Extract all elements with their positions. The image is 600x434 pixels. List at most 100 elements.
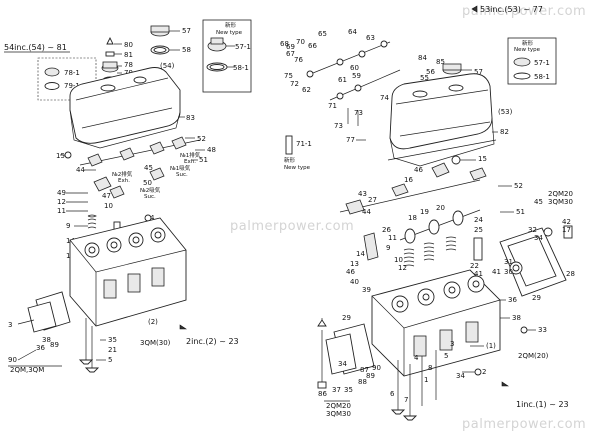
svg-text:9: 9 <box>386 244 390 252</box>
svg-text:86: 86 <box>318 390 327 398</box>
svg-text:(2): (2) <box>148 318 158 326</box>
svg-text:78-1: 78-1 <box>64 69 80 77</box>
svg-text:11: 11 <box>57 207 66 215</box>
svg-text:32: 32 <box>528 226 537 234</box>
svg-text:№1吸気: №1吸気 <box>170 164 191 172</box>
svg-text:58-1: 58-1 <box>233 64 249 72</box>
svg-text:17: 17 <box>562 226 571 234</box>
left-rocker-assembly: 52 48 51 15 44 45 50 <box>56 135 216 199</box>
svg-text:New type: New type <box>514 47 541 53</box>
svg-text:42: 42 <box>562 218 571 226</box>
left-exhaust-plate: 3 38 36 89 90 2QM,3QM <box>8 291 71 374</box>
svg-text:71-1: 71-1 <box>296 140 312 148</box>
svg-text:57: 57 <box>474 68 483 76</box>
svg-text:7: 7 <box>404 396 408 404</box>
svg-text:30: 30 <box>504 268 513 276</box>
svg-text:26: 26 <box>382 226 391 234</box>
svg-text:62: 62 <box>302 86 311 94</box>
left-valve-cover: (54) 83 <box>69 62 195 149</box>
svg-text:3QM30: 3QM30 <box>548 198 573 206</box>
svg-text:(1): (1) <box>486 342 496 350</box>
svg-text:38: 38 <box>42 336 51 344</box>
right-new-type-box: 新形 New type 57-1 58-1 <box>507 37 557 85</box>
svg-text:(53): (53) <box>498 108 513 116</box>
right-model-tag-top: 2QM20 3QM30 <box>548 190 573 206</box>
svg-text:36: 36 <box>36 344 45 352</box>
right-rocker-assembly: 15 46 16 52 45 51 27 43 44 <box>339 155 543 216</box>
svg-text:68: 68 <box>280 40 289 48</box>
svg-text:2QM20: 2QM20 <box>326 402 351 410</box>
svg-text:49: 49 <box>57 189 66 197</box>
svg-text:74: 74 <box>380 94 389 102</box>
svg-text:41: 41 <box>474 270 483 278</box>
svg-text:新形: 新形 <box>284 156 296 164</box>
svg-text:№2吸気: №2吸気 <box>140 186 161 194</box>
svg-text:57: 57 <box>182 27 191 35</box>
svg-text:84: 84 <box>418 54 427 62</box>
svg-text:58-1: 58-1 <box>534 73 550 81</box>
svg-text:10: 10 <box>394 256 403 264</box>
svg-text:39: 39 <box>362 286 371 294</box>
svg-text:52: 52 <box>197 135 206 143</box>
svg-text:15: 15 <box>478 155 487 163</box>
watermark-top: palmerpower.com <box>462 4 586 19</box>
right-exhaust-plate: 29 <box>317 314 375 375</box>
svg-text:65: 65 <box>318 30 327 38</box>
svg-text:33: 33 <box>538 326 547 334</box>
svg-text:82: 82 <box>500 128 509 136</box>
right-header-range: 53inc.(53) ~ 77 <box>471 5 543 14</box>
svg-text:8: 8 <box>428 364 432 372</box>
right-cylinder-head: 36 38 33 (1) <box>371 269 547 377</box>
svg-text:(54): (54) <box>160 62 175 70</box>
left-lower-valves: 35 21 5 <box>78 318 117 373</box>
svg-text:38: 38 <box>512 314 521 322</box>
left-subheader-range: 2inc.(2) ~ 23 <box>179 324 239 346</box>
svg-text:40: 40 <box>350 278 359 286</box>
svg-text:67: 67 <box>286 50 295 58</box>
svg-text:2QM20: 2QM20 <box>548 190 573 198</box>
svg-text:57-1: 57-1 <box>534 59 550 67</box>
svg-text:10: 10 <box>104 202 113 210</box>
svg-text:29: 29 <box>532 294 541 302</box>
svg-text:53inc.(53) ~ 77: 53inc.(53) ~ 77 <box>480 5 543 14</box>
svg-text:18: 18 <box>408 214 417 222</box>
svg-text:Exh.: Exh. <box>118 178 130 184</box>
svg-text:14: 14 <box>356 250 365 258</box>
svg-text:4: 4 <box>150 214 155 222</box>
svg-text:59: 59 <box>352 72 361 80</box>
svg-text:12: 12 <box>398 264 407 272</box>
svg-text:6: 6 <box>390 390 395 398</box>
svg-text:11: 11 <box>388 234 397 242</box>
svg-text:Exh.: Exh. <box>184 159 196 165</box>
svg-text:43: 43 <box>358 190 367 198</box>
svg-text:71: 71 <box>328 102 337 110</box>
svg-text:22: 22 <box>470 262 479 270</box>
svg-text:№2排気: №2排気 <box>112 170 133 178</box>
svg-text:1inc.(1) ~ 23: 1inc.(1) ~ 23 <box>516 400 569 409</box>
svg-text:1: 1 <box>424 376 428 384</box>
svg-text:15: 15 <box>56 152 65 160</box>
svg-text:89: 89 <box>50 341 59 349</box>
svg-text:66: 66 <box>308 42 317 50</box>
svg-text:55: 55 <box>420 74 429 82</box>
svg-text:34: 34 <box>456 372 465 380</box>
svg-text:76: 76 <box>294 56 303 64</box>
svg-text:19: 19 <box>420 208 429 216</box>
svg-text:41: 41 <box>492 268 501 276</box>
svg-text:12: 12 <box>57 198 66 206</box>
svg-text:78: 78 <box>124 61 133 69</box>
right-71-1-inset: 71-1 新形 New type <box>284 135 312 171</box>
right-side-cover: 42 17 31 30 29 28 32 34 <box>499 218 575 302</box>
svg-text:37: 37 <box>332 386 341 394</box>
svg-text:31: 31 <box>504 258 513 266</box>
svg-text:73: 73 <box>354 109 363 117</box>
svg-text:2QM,3QM: 2QM,3QM <box>10 366 44 374</box>
svg-text:44: 44 <box>362 208 371 216</box>
left-new-type-box: 新形 New type 57-1 58-1 <box>202 19 252 93</box>
svg-text:46: 46 <box>414 166 423 174</box>
svg-text:3: 3 <box>450 340 454 348</box>
right-lower-valves: 6 7 1 8 4 3 5 34 2 <box>390 340 486 421</box>
left-dashed-inset: 78-1 79-1 <box>37 57 97 101</box>
left-header-range: 54inc.(54) ~ 81 <box>4 43 67 52</box>
right-subheader-range: 1inc.(1) ~ 23 <box>501 381 569 409</box>
